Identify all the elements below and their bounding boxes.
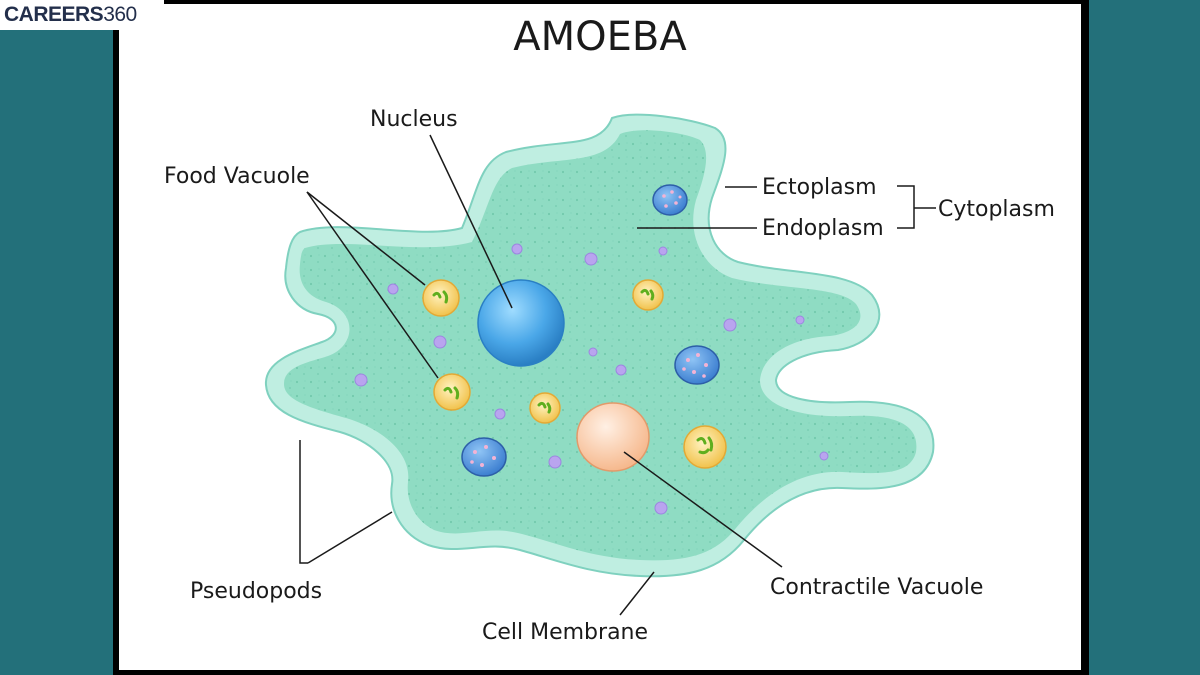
contractile-vacuole [576,402,650,472]
label-cell-membrane: Cell Membrane [482,620,648,645]
label-contractile-vacuole: Contractile Vacuole [770,575,983,600]
spotted-vacuoles [461,184,720,477]
cytoplasmic-granules [354,243,829,515]
label-food-vacuole: Food Vacuole [164,164,310,189]
granular-texture [284,130,917,561]
label-cytoplasm: Cytoplasm [938,197,1055,222]
nucleus [477,279,565,367]
food-particles [432,288,714,455]
food-vacuoles [422,279,727,469]
label-nucleus: Nucleus [370,107,458,132]
label-endoplasm: Endoplasm [762,216,884,241]
diagram-title: AMOEBA [513,14,687,60]
label-ectoplasm: Ectoplasm [762,175,877,200]
leader-lines [299,134,936,616]
logo-brand-text: CAREERS [4,3,104,26]
label-pseudopods: Pseudopods [190,579,322,604]
logo-number-text: 360 [103,3,137,26]
